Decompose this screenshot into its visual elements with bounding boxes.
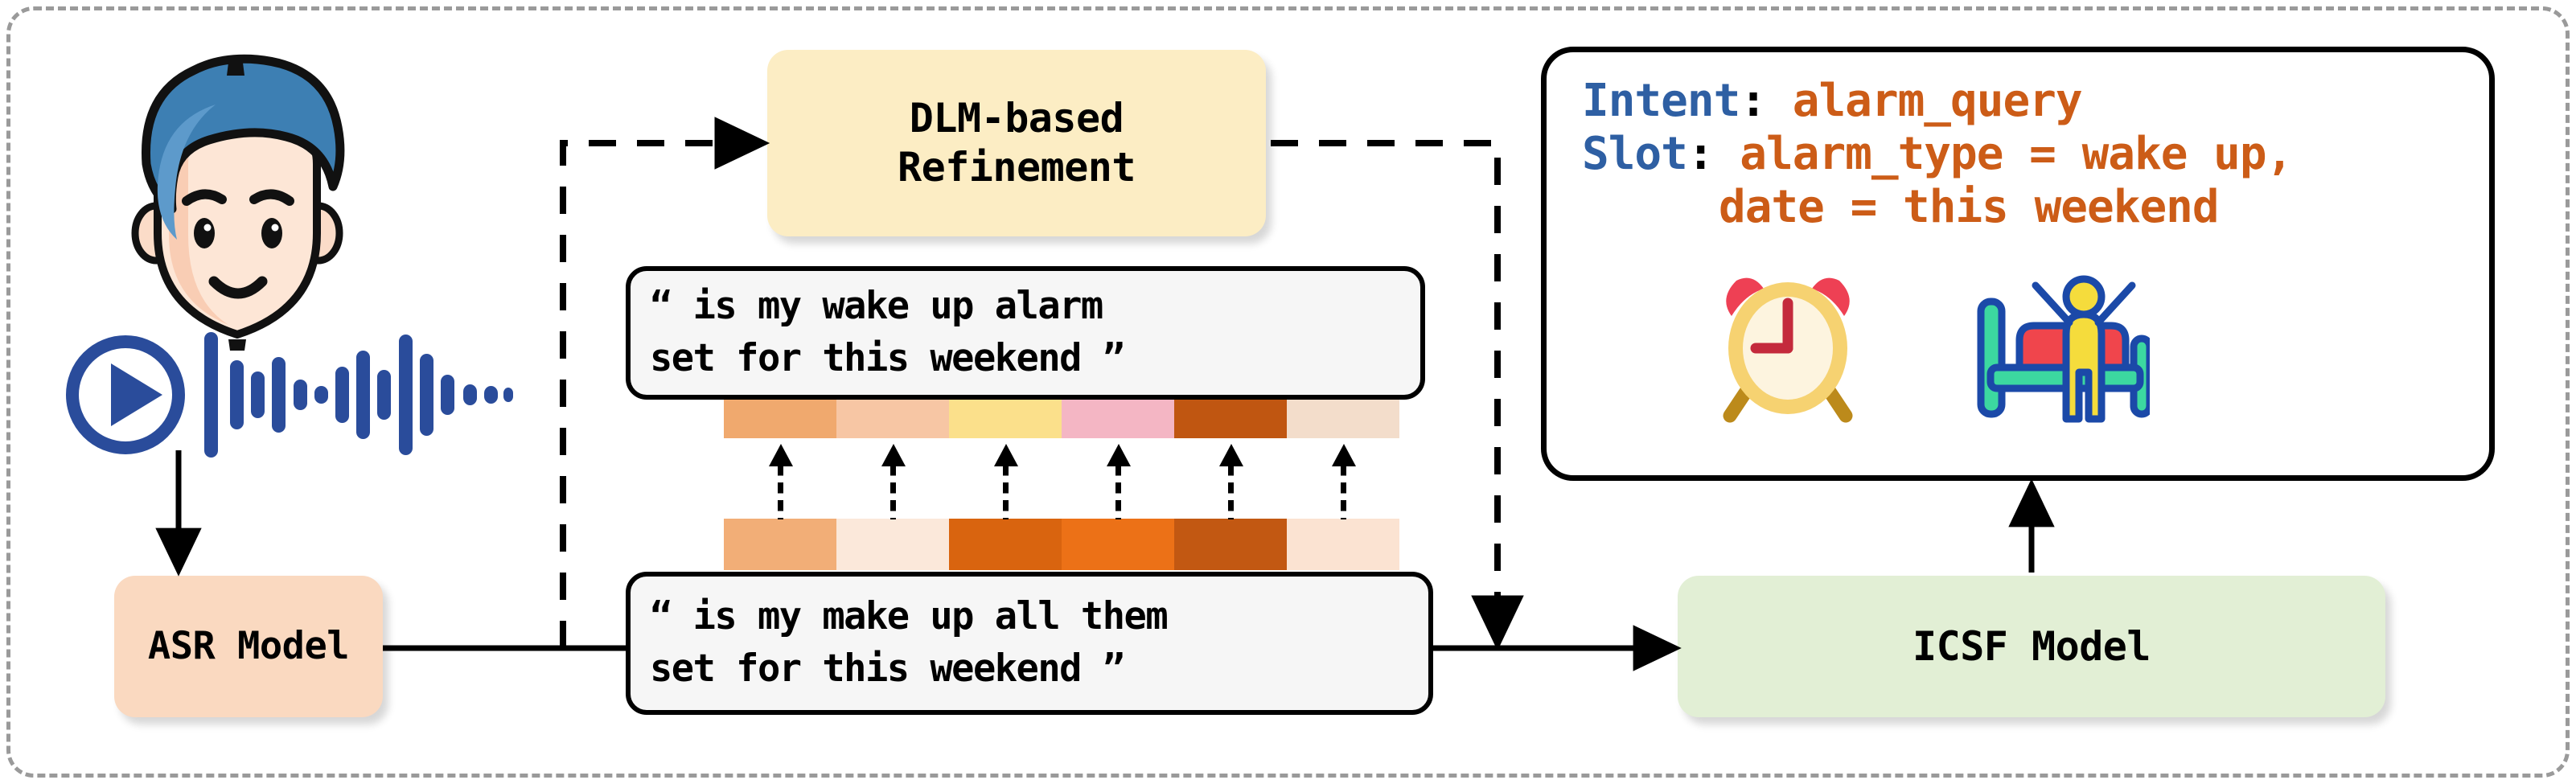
asr-transcript-bubble: “ is my make up all them set for this we… <box>626 572 1433 715</box>
alignment-arrow <box>769 444 793 521</box>
slot-key: Slot <box>1582 128 1688 181</box>
intent-slot-text: Intent: alarm_query Slot: alarm_type = w… <box>1582 75 2293 234</box>
refined-transcript-line2: set for this weekend ” <box>650 336 1125 380</box>
intent-key: Intent <box>1582 75 1740 127</box>
dlm-to-icsf-dashed-arrow <box>1271 140 1524 651</box>
slot-value-1: alarm_type = wake up, <box>1740 128 2293 181</box>
icsf-model-box[interactable]: ICSF Model <box>1678 576 2385 717</box>
intent-value: alarm_query <box>1792 75 2083 127</box>
slot-line-1: Slot: alarm_type = wake up, <box>1582 128 2293 181</box>
asr-transcript-line2: set for this weekend ” <box>650 646 1125 691</box>
alignment-arrow <box>1107 444 1131 521</box>
intent-colon: : <box>1740 75 1793 127</box>
asr-to-dlm-dashed-arrow <box>560 117 770 648</box>
heatmap-cell <box>1062 519 1174 570</box>
alarm-clock-icon <box>1723 277 1853 423</box>
intent-line: Intent: alarm_query <box>1582 75 2292 128</box>
asr-model-box[interactable]: ASR Model <box>114 576 383 717</box>
refined-transcript-line1: “ is my wake up alarm <box>650 284 1103 329</box>
heatmap-cell <box>1174 519 1287 570</box>
asr-transcript-line1: “ is my make up all them <box>650 594 1169 639</box>
play-circle-icon <box>66 335 185 454</box>
alignment-arrow <box>1219 444 1243 521</box>
asr-heatmap-row <box>724 519 1399 570</box>
intent-slot-panel: Intent: alarm_query Slot: alarm_type = w… <box>1541 47 2495 481</box>
result-emoji-row <box>1707 258 2150 427</box>
alignment-arrow <box>1332 444 1356 521</box>
slot-line-2: date = this weekend <box>1582 181 2292 234</box>
dlm-refinement-box[interactable]: DLM-based Refinement <box>767 50 1266 236</box>
slot-value-2: date = this weekend <box>1719 181 2220 234</box>
refined-transcript-bubble: “ is my wake up alarm set for this weeke… <box>626 266 1425 400</box>
person-in-bed-icon <box>1977 275 2150 423</box>
alignment-arrow <box>994 444 1018 521</box>
heatmap-cell <box>949 519 1062 570</box>
user-avatar <box>131 54 345 351</box>
alignment-arrow <box>881 444 906 521</box>
audio-waveform-icon[interactable] <box>63 322 513 468</box>
heatmap-cell <box>724 519 836 570</box>
heatmap-cell <box>1287 519 1399 570</box>
heatmap-cell <box>836 519 949 570</box>
slot-colon: : <box>1687 128 1740 181</box>
